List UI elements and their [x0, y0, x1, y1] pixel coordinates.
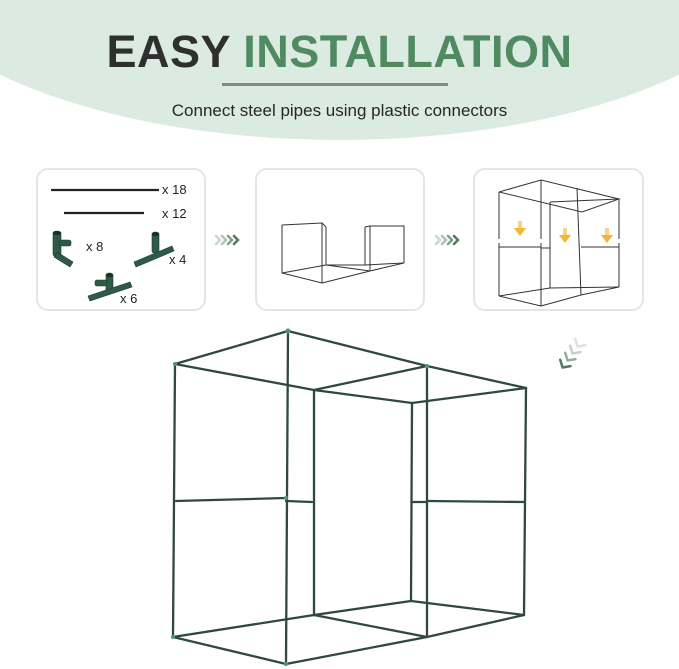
connector-joints: [171, 328, 429, 666]
tee-connector-icon: [133, 231, 175, 268]
base-frame-illustration: [281, 222, 405, 284]
arrow-down-icon: [514, 221, 613, 243]
steel-frame: [171, 329, 528, 666]
chevrons-down-left-icon: [558, 337, 587, 369]
cross-connector-icon: [87, 272, 133, 302]
qty-elbow: x 8: [86, 239, 104, 254]
page-title: EASY INSTALLATION: [0, 26, 679, 78]
parts-panel: x 18 x 12 x 8 x 4 x 6: [36, 168, 206, 311]
title-easy: EASY: [106, 26, 231, 77]
parts-illustration: [51, 188, 175, 302]
upper-frame-illustration: [497, 179, 621, 307]
title-divider: [222, 83, 448, 86]
elbow-connector-icon: [52, 230, 74, 268]
chevrons-right-icon: [214, 234, 240, 246]
qty-tee: x 4: [169, 252, 187, 267]
chevrons-right-icon: [434, 234, 460, 246]
qty-short-pipe: x 12: [162, 206, 187, 221]
upper-assembly-panel: [473, 168, 644, 311]
subtitle: Connect steel pipes using plastic connec…: [171, 101, 508, 120]
qty-long-pipe: x 18: [162, 182, 187, 197]
title-installation: INSTALLATION: [243, 26, 573, 77]
base-assembly-panel: [255, 168, 425, 311]
qty-cross: x 6: [120, 291, 138, 306]
